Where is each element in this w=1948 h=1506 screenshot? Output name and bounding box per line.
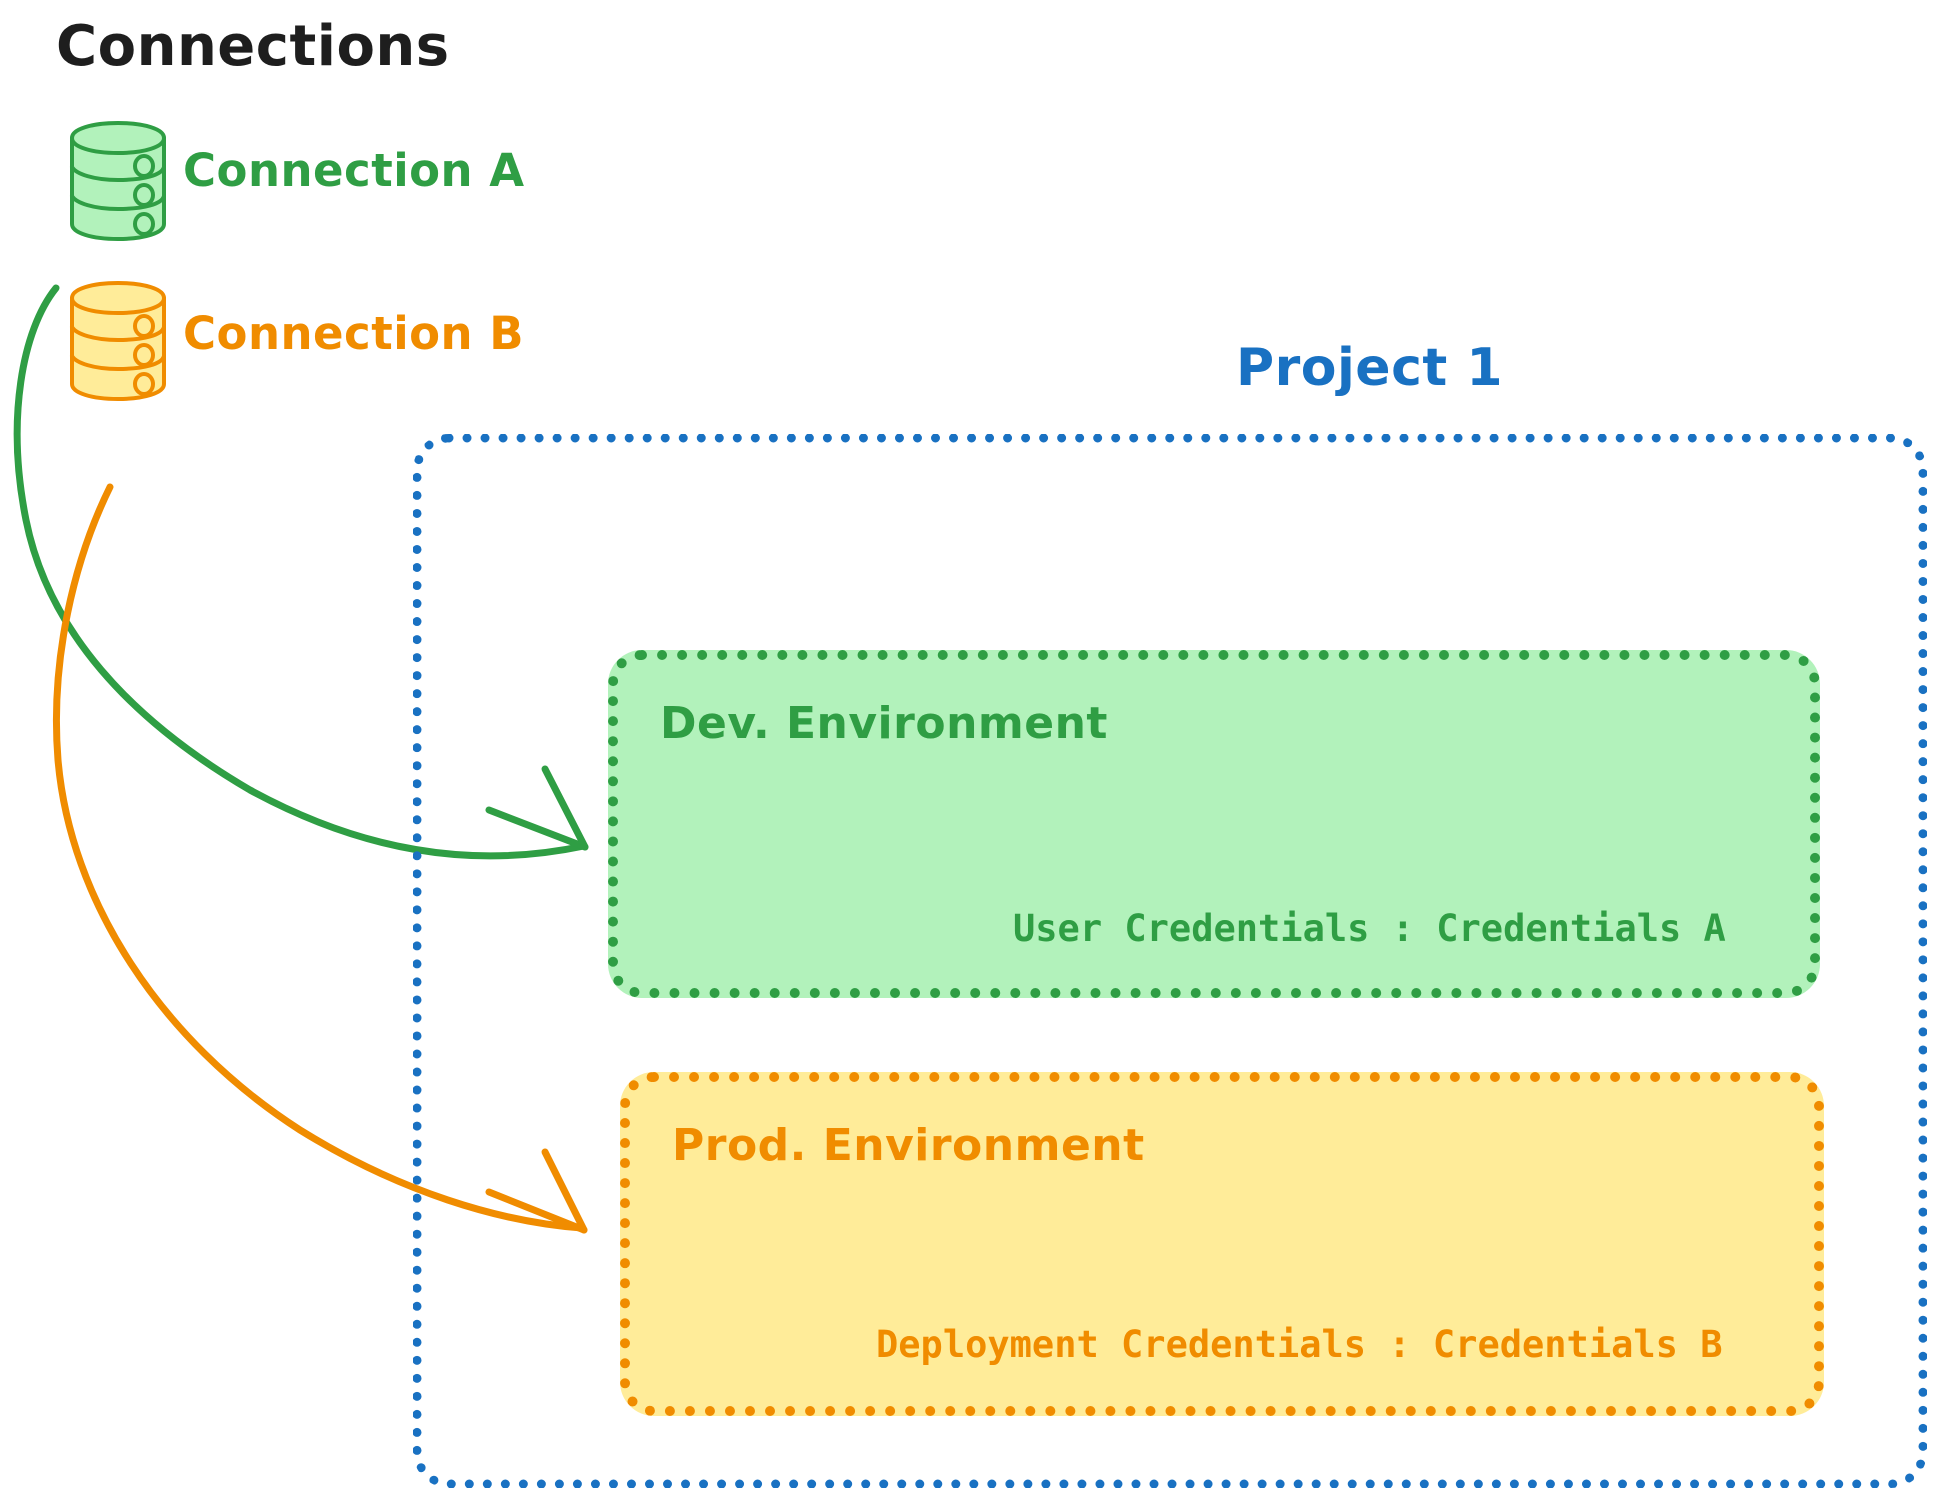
database-icon [70, 121, 166, 241]
page-title: Connections [56, 14, 450, 79]
dev-environment-box [608, 650, 1820, 998]
project-container [413, 434, 1927, 1488]
dev-environment-title: Dev. Environment [660, 698, 1108, 749]
prod-environment-box [620, 1072, 1824, 1416]
database-icon [70, 281, 166, 401]
connection-b-label: Connection B [183, 307, 525, 360]
prod-environment-title: Prod. Environment [672, 1120, 1145, 1171]
project-label: Project 1 [1236, 338, 1504, 398]
prod-environment-credentials: Deployment Credentials : Credentials B [876, 1323, 1723, 1366]
connection-a-label: Connection A [183, 144, 525, 197]
dev-environment-credentials: User Credentials : Credentials A [1013, 907, 1726, 950]
